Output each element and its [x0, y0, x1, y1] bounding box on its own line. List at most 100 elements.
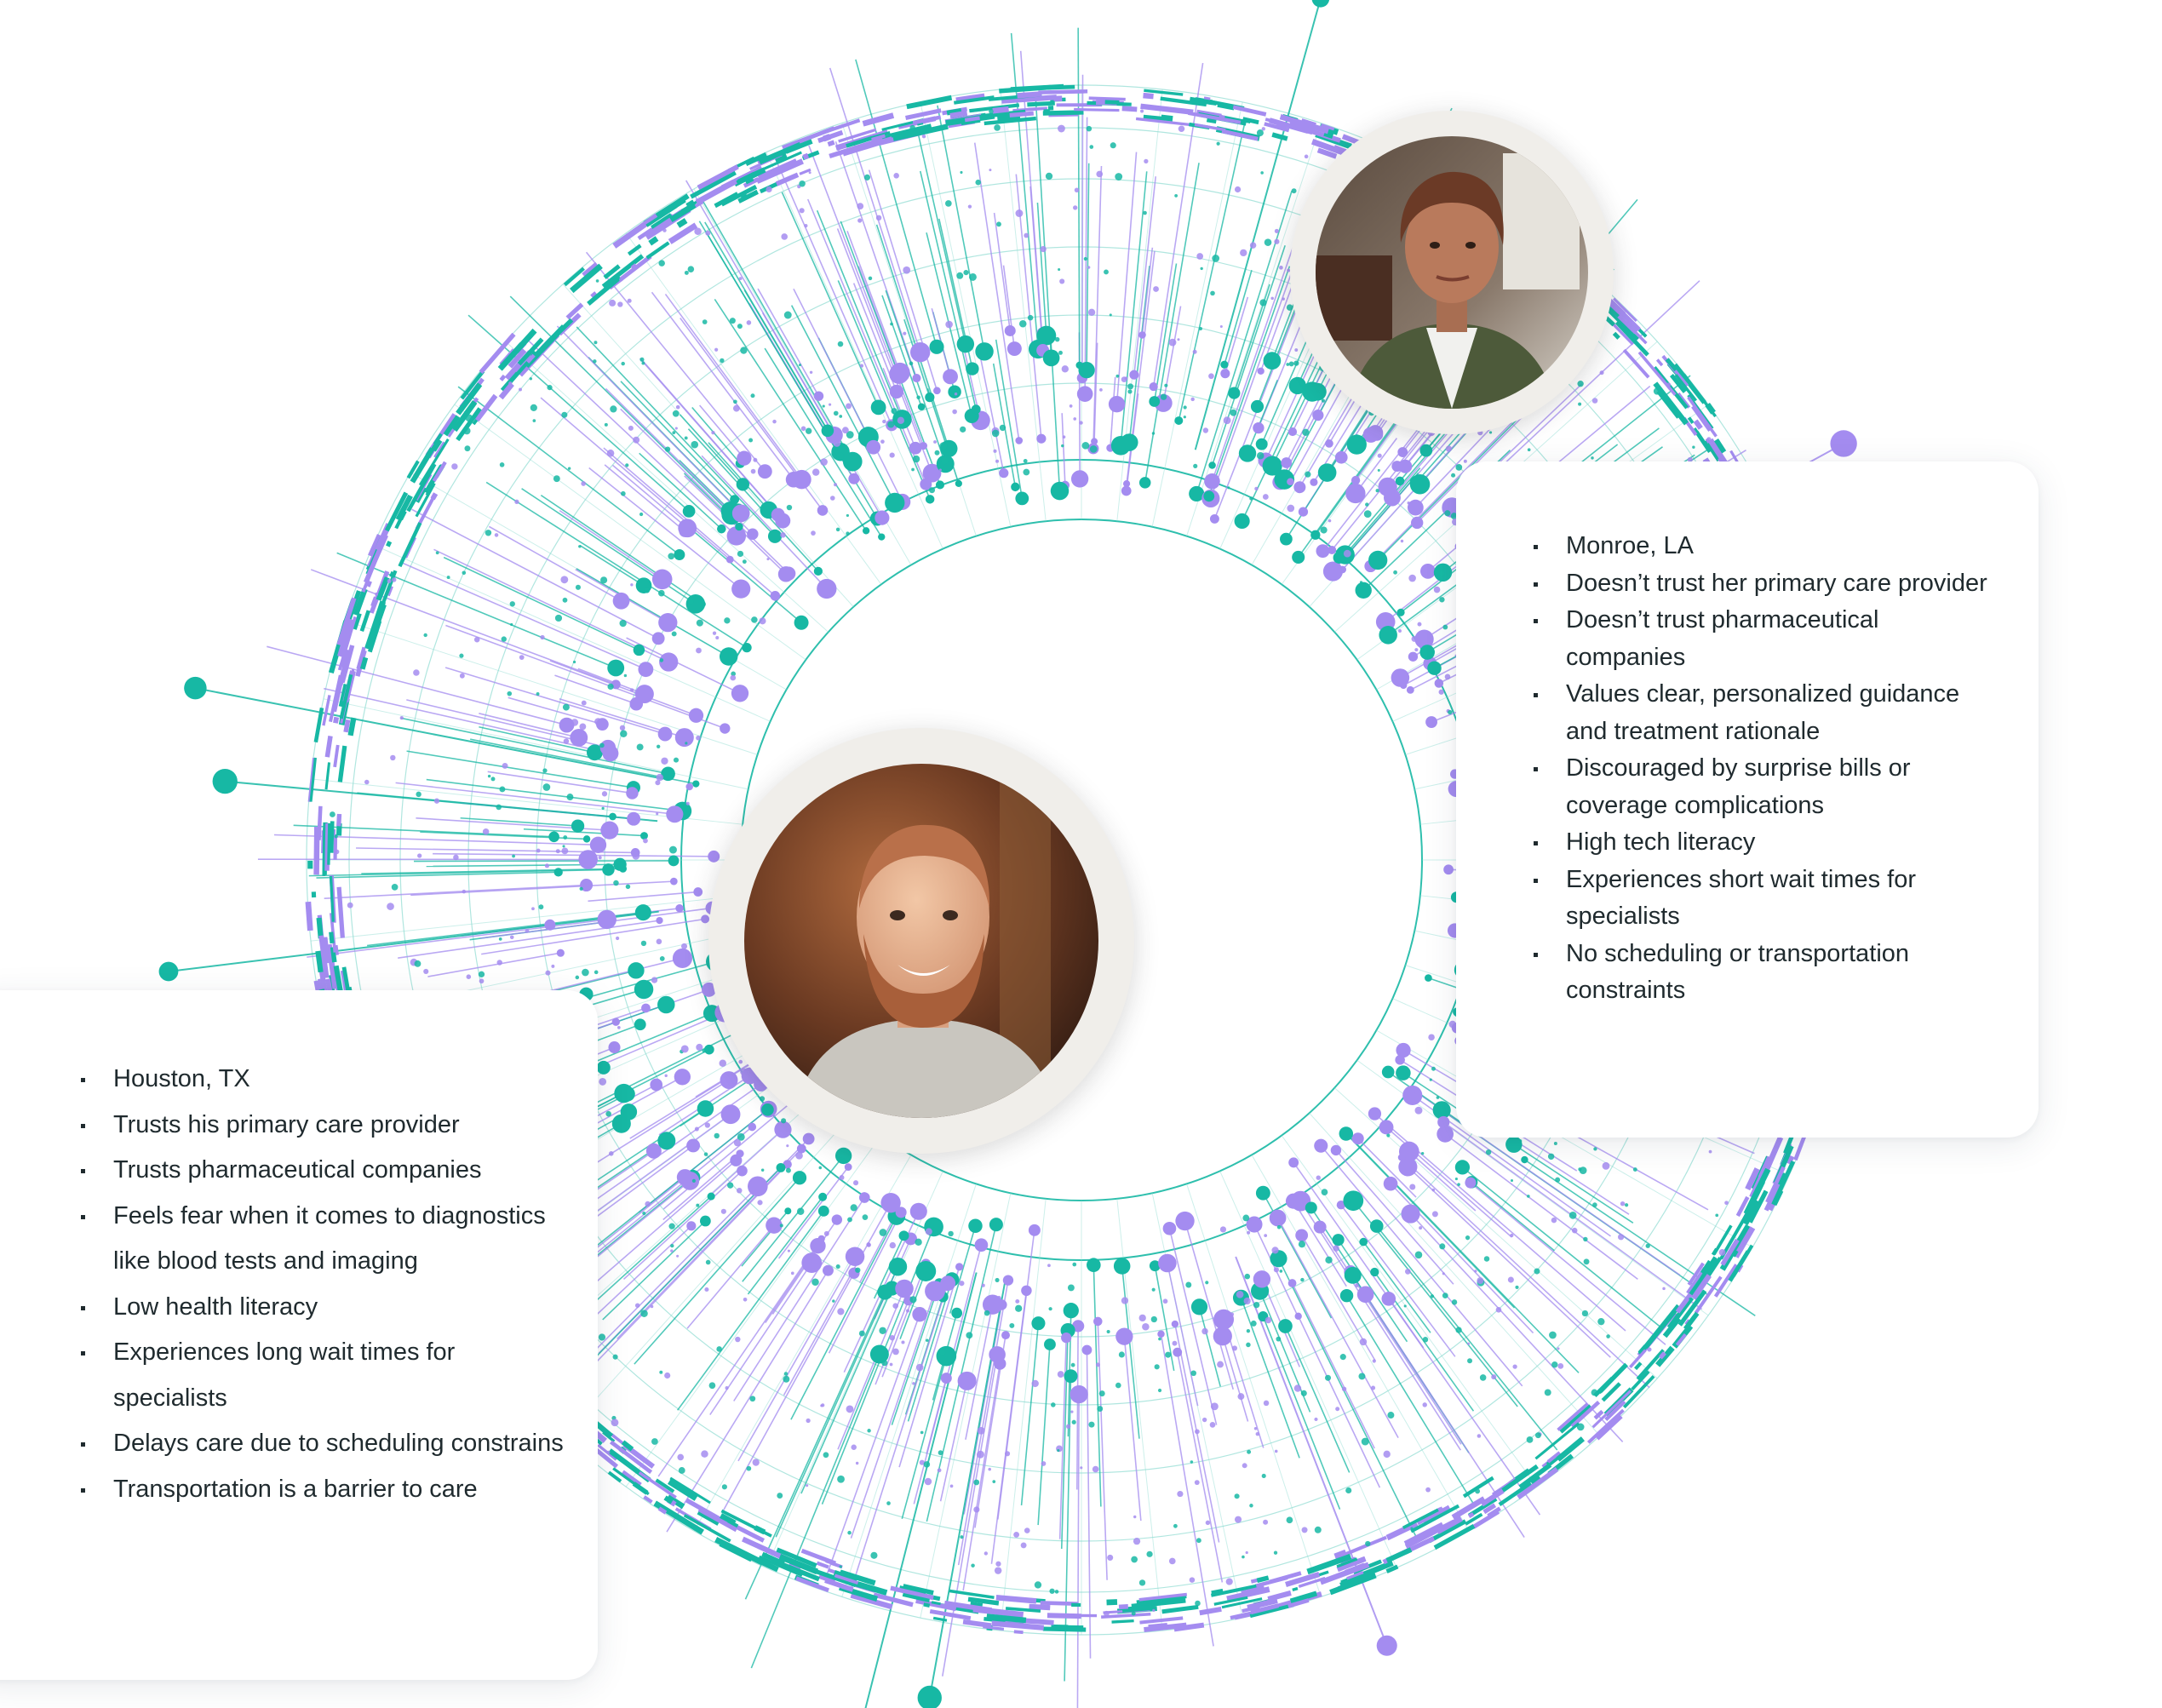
scatter-dot	[841, 427, 849, 434]
scatter-dot	[993, 449, 997, 453]
tick-bar	[1242, 117, 1259, 125]
tick-bar	[946, 108, 962, 116]
data-dot	[1209, 513, 1219, 524]
scatter-dot	[1645, 1243, 1650, 1248]
tick-bar	[452, 399, 478, 433]
data-spoke	[855, 59, 938, 347]
data-spoke	[949, 1225, 977, 1314]
tick-bar	[499, 374, 507, 381]
scatter-dot	[501, 636, 507, 642]
data-dot	[717, 524, 726, 534]
data-dot	[1204, 473, 1220, 490]
scatter-dot	[1477, 1434, 1482, 1438]
data-dot	[968, 1218, 983, 1234]
data-spike	[1194, 0, 1322, 450]
scatter-dot	[960, 426, 966, 433]
scatter-dot	[1485, 1149, 1492, 1155]
grid-spoke	[505, 341, 829, 633]
data-dot	[1173, 1347, 1183, 1357]
scatter-dot	[716, 1346, 722, 1352]
tick-bar	[1601, 1382, 1621, 1402]
data-spoke	[917, 131, 966, 345]
scatter-dot	[1477, 1277, 1484, 1285]
data-dot	[794, 615, 809, 630]
data-dot	[645, 1143, 662, 1159]
tick-bar	[526, 353, 536, 364]
scatter-dot	[1024, 232, 1029, 238]
scatter-dot	[1208, 373, 1214, 380]
data-dot	[1419, 444, 1433, 457]
tick-bar	[1467, 1497, 1498, 1518]
tick-bar	[774, 152, 788, 163]
trait-item: Experiences long wait times for speciali…	[74, 1330, 564, 1421]
scatter-dot	[1430, 1294, 1435, 1298]
data-spoke	[523, 828, 645, 837]
tick-bar	[1655, 1345, 1675, 1367]
scatter-dot	[459, 673, 465, 679]
data-spoke	[604, 464, 685, 532]
tick-bar	[949, 1589, 995, 1600]
scatter-dot	[1202, 427, 1209, 433]
scatter-dot	[1073, 417, 1077, 421]
data-dot	[725, 555, 734, 564]
data-spoke	[1015, 174, 1042, 439]
scatter-dot	[595, 279, 599, 283]
scatter-dot	[798, 364, 801, 367]
scatter-dot	[720, 358, 725, 364]
scatter-dot	[748, 438, 754, 443]
tick-bar	[498, 381, 514, 400]
tick-bar	[1121, 106, 1138, 112]
data-dot	[1317, 463, 1337, 482]
scatter-dot	[1089, 145, 1094, 149]
data-spoke	[691, 406, 741, 464]
scatter-dot	[1465, 1235, 1471, 1241]
data-dot	[688, 708, 704, 723]
scatter-dot	[1183, 405, 1187, 410]
scatter-dot	[1510, 1178, 1514, 1183]
scatter-dot	[1058, 268, 1061, 272]
data-dot	[1454, 1160, 1471, 1175]
scatter-dot	[971, 1563, 975, 1568]
data-dot	[813, 566, 823, 576]
scatter-dot	[1057, 1371, 1064, 1378]
scatter-dot	[837, 1308, 845, 1315]
woman-portrait-frame	[1290, 111, 1614, 434]
data-dot	[1344, 1266, 1362, 1284]
scatter-dot	[509, 601, 515, 607]
data-spoke	[445, 624, 725, 730]
tick-bar	[929, 1608, 972, 1621]
scatter-dot	[417, 853, 422, 858]
tick-bar	[683, 1514, 731, 1543]
scatter-dot	[925, 1338, 929, 1342]
scatter-dot	[934, 450, 940, 456]
data-spoke	[509, 295, 732, 516]
scatter-dot	[1190, 1370, 1196, 1377]
scatter-dot	[1097, 1406, 1104, 1412]
data-spoke	[1035, 100, 1052, 358]
data-spoke	[891, 1283, 940, 1425]
scatter-dot	[1414, 1251, 1423, 1259]
data-spoke	[1211, 245, 1286, 466]
data-spike	[195, 687, 664, 780]
tick-bar	[353, 587, 368, 616]
tick-bar	[336, 597, 357, 646]
scatter-dot	[1031, 1379, 1039, 1388]
scatter-dot	[391, 884, 399, 891]
scatter-dot	[1551, 1217, 1557, 1224]
scatter-dot	[630, 688, 634, 692]
data-spoke	[775, 1266, 899, 1538]
scatter-dot	[1143, 210, 1147, 215]
data-dot	[1021, 1285, 1032, 1297]
scatter-dot	[542, 768, 548, 773]
scatter-dot	[1015, 209, 1024, 217]
scatter-dot	[737, 324, 743, 330]
data-dot	[1355, 582, 1372, 599]
data-spoke	[764, 347, 882, 538]
grid-spoke	[920, 1193, 1012, 1619]
tick-bar	[1609, 319, 1634, 346]
data-spoke	[965, 1304, 994, 1440]
scatter-dot	[766, 186, 772, 193]
scatter-dot	[1287, 504, 1295, 513]
scatter-dot	[783, 1375, 790, 1383]
tick-bar	[1634, 1361, 1643, 1371]
